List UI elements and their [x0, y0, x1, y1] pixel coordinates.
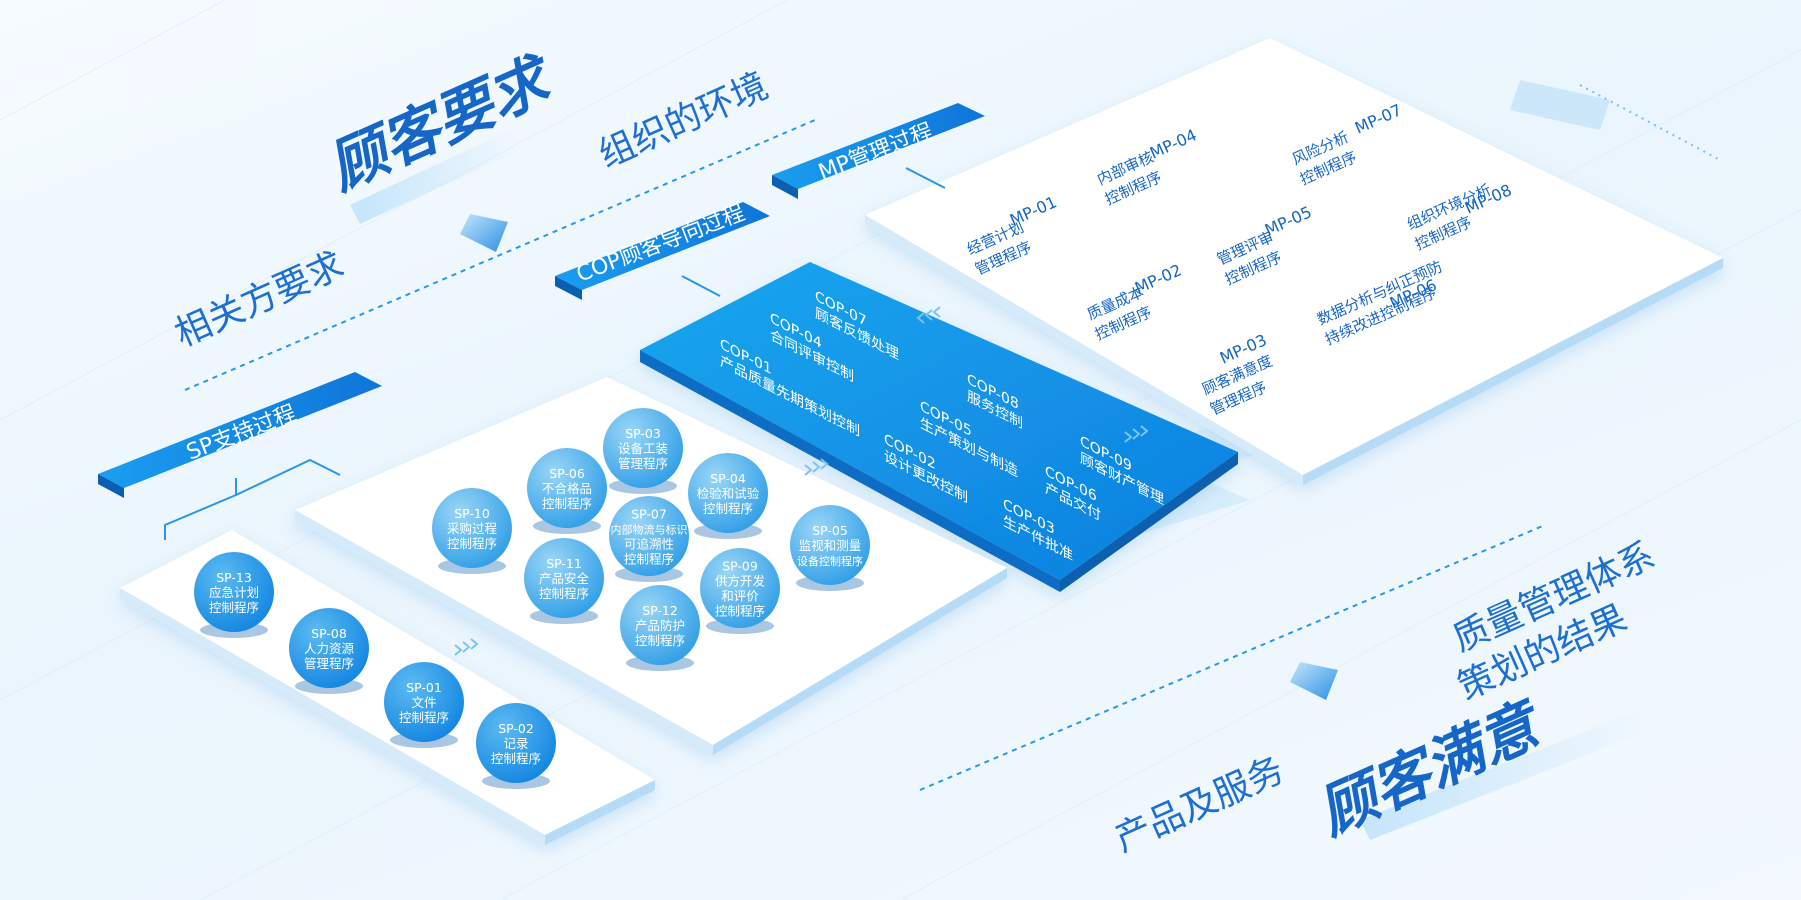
- sp-code: SP-09: [722, 559, 758, 574]
- connector-lines: [164, 167, 946, 540]
- mp-platform: [865, 38, 1723, 485]
- sp-code: SP-04: [710, 471, 746, 486]
- sp-label: 文件: [411, 695, 436, 710]
- sp-code: SP-02: [498, 721, 534, 736]
- sp-code: SP-13: [216, 570, 252, 585]
- sp-code: SP-07: [631, 507, 667, 522]
- sp-label: 设备控制程序: [797, 554, 863, 568]
- sp-label: 产品安全: [539, 571, 590, 586]
- sp-label: 管理程序: [304, 656, 354, 671]
- dashed-lines: [184, 119, 1546, 791]
- sp-label: 监视和测量: [799, 538, 862, 553]
- sp-label: 控制程序: [715, 604, 765, 619]
- sp-code: SP-03: [625, 426, 661, 441]
- cop-platform: [640, 262, 1238, 592]
- sp-code: SP-06: [549, 466, 585, 481]
- banner-sp: SP支持过程: [98, 372, 382, 498]
- chevron-icon: [916, 306, 941, 324]
- sp-label: 记录: [503, 736, 528, 751]
- flow-chevrons: [454, 306, 1149, 656]
- sp-code: SP-01: [406, 680, 442, 695]
- sp-label: 内部物流与标识: [611, 523, 688, 537]
- title-products-services: 产品及服务: [1109, 750, 1290, 861]
- chevron-icon: [454, 638, 479, 656]
- sp-label: 不合格品: [542, 481, 592, 496]
- sp-label: 控制程序: [635, 633, 685, 648]
- sp-code: SP-05: [812, 523, 848, 538]
- sp-label: 控制程序: [703, 501, 753, 516]
- down-arrow-icon: [460, 214, 508, 252]
- svg-text:COP顾客导向过程: COP顾客导向过程: [573, 200, 748, 287]
- sp-label: 控制程序: [542, 496, 592, 511]
- title-org-environment: 组织的环境: [593, 66, 774, 177]
- sp-code: SP-11: [546, 556, 582, 571]
- sp-label: 控制程序: [491, 751, 541, 766]
- banner-cop: COP顾客导向过程: [555, 200, 770, 300]
- sp-label: 控制程序: [209, 600, 259, 615]
- chevron-icon: [1124, 425, 1149, 443]
- sp-label: 检验和试验: [697, 486, 760, 501]
- sp-code: SP-12: [642, 603, 678, 618]
- sp-label: 管理程序: [618, 456, 668, 471]
- title-stakeholder-requirements: 相关方要求: [169, 245, 350, 356]
- sp-label: 应急计划: [209, 585, 259, 600]
- sp-label: 控制程序: [447, 536, 497, 551]
- sp-label: 设备工装: [618, 441, 668, 456]
- sp-code: SP-10: [454, 506, 490, 521]
- down-arrow-icon-lower: [1290, 662, 1338, 700]
- sp-code: SP-08: [311, 626, 347, 641]
- title-customer-satisfaction: 顾客满意: [1308, 688, 1650, 848]
- sp-label: 控制程序: [399, 710, 449, 725]
- sp-items: SP-03设备工装管理程序SP-06不合格品控制程序SP-04检验和试验控制程序…: [194, 408, 870, 789]
- sp-label: 产品防护: [635, 618, 685, 633]
- sp-label: 采购过程: [447, 521, 498, 536]
- title-customer-requirements: 顾客要求: [318, 43, 565, 224]
- chevron-icon: [804, 458, 829, 476]
- sp-label: 供方开发: [715, 574, 766, 589]
- sp-label: 控制程序: [624, 552, 674, 567]
- sp-label: 和评价: [721, 589, 759, 604]
- sp-label: 可追溯性: [624, 537, 674, 552]
- sp-label: 控制程序: [539, 586, 589, 601]
- sp-label: 人力资源: [304, 641, 355, 656]
